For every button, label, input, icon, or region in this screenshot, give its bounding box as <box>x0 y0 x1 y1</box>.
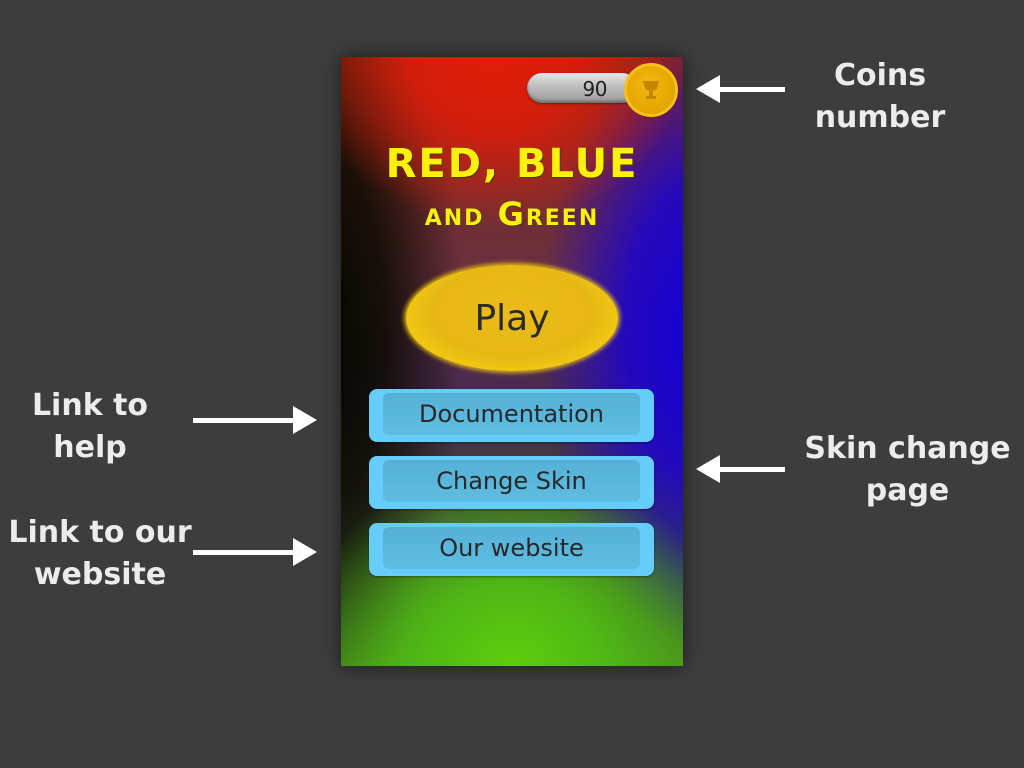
annotation-skin: Skin change page <box>804 431 1011 508</box>
change-skin-button[interactable]: Change Skin <box>369 456 654 509</box>
arrow-right-icon <box>193 406 317 434</box>
arrow-right-icon <box>193 538 317 566</box>
documentation-button[interactable]: Documentation <box>369 389 654 442</box>
game-title-line-2: and Green <box>424 195 600 233</box>
game-screen: 90 RED, BLUE and Green Play Documentatio… <box>341 57 683 666</box>
trophy-coin-icon <box>624 63 678 117</box>
arrow-left-icon <box>696 455 785 483</box>
game-title-line-1: RED, BLUE <box>385 141 639 187</box>
coin-count: 90 <box>582 77 608 101</box>
change-skin-button-label: Change Skin <box>436 467 587 495</box>
our-website-button[interactable]: Our website <box>369 523 654 576</box>
coin-counter: 90 <box>527 73 637 103</box>
play-button-label: Play <box>474 297 550 339</box>
arrow-left-icon <box>696 75 785 103</box>
annotation-website: Link to our website <box>8 515 192 592</box>
annotation-coins: Coins number <box>814 58 946 135</box>
our-website-button-label: Our website <box>439 534 584 562</box>
documentation-button-label: Documentation <box>418 400 604 428</box>
annotation-help: Link to help <box>31 388 149 465</box>
play-button[interactable]: Play <box>406 265 618 371</box>
